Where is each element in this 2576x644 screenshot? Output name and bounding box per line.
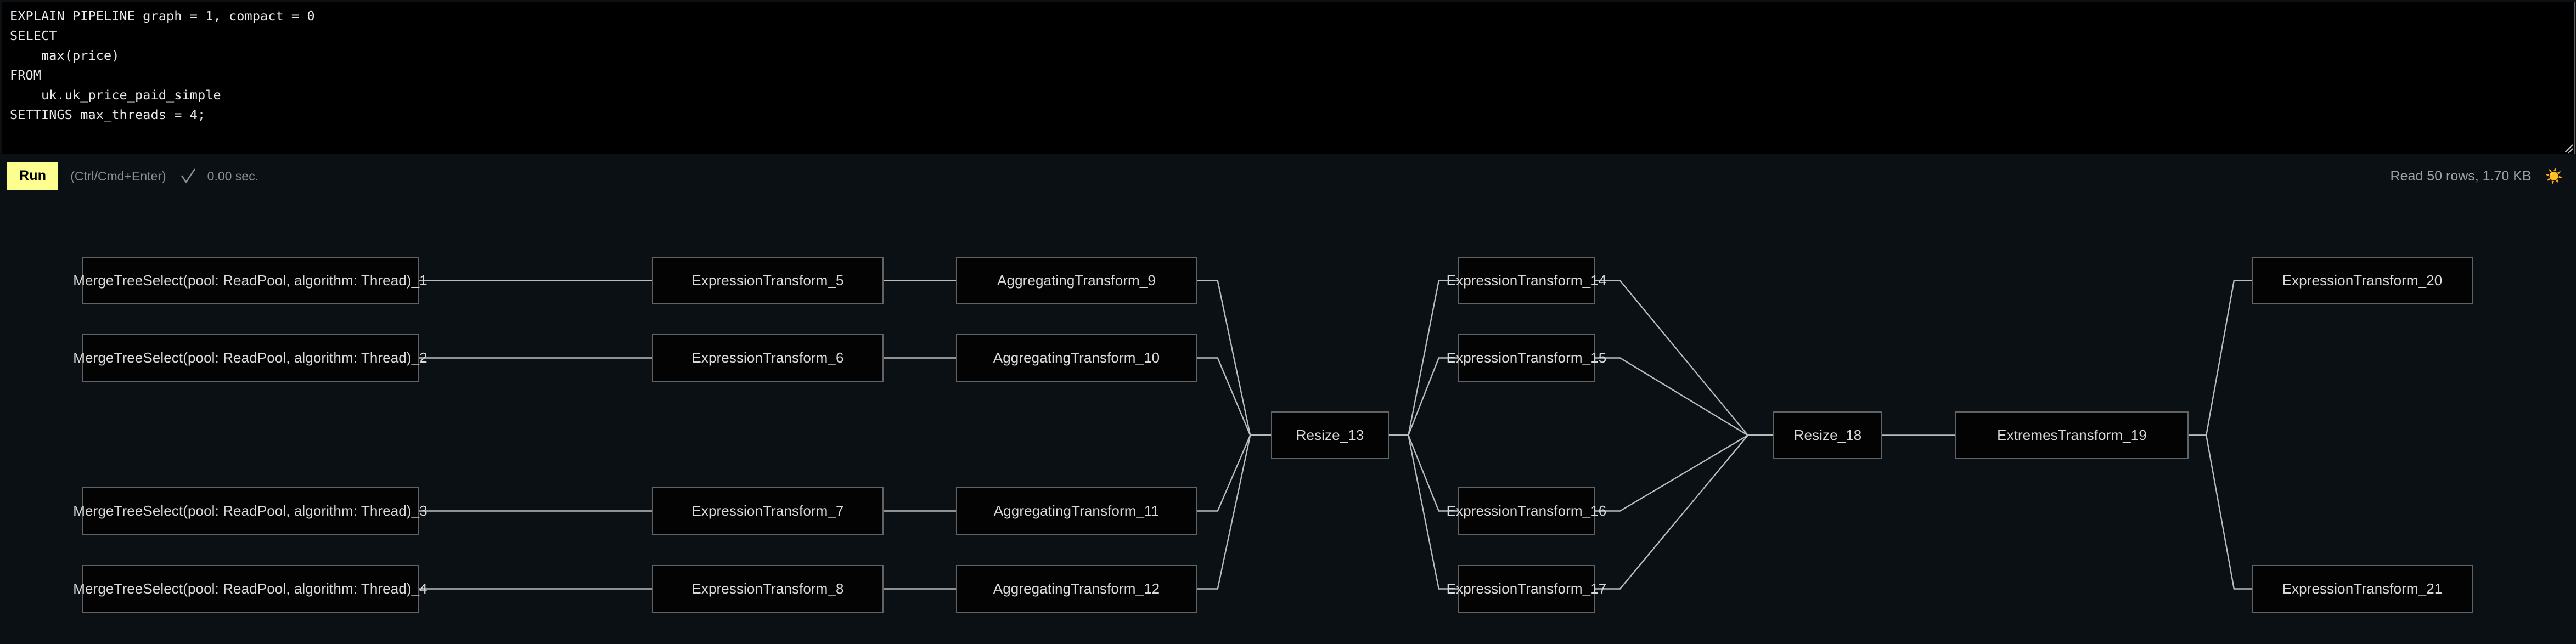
graph-edge: [1595, 434, 1773, 512]
graph-node-label: ExpressionTransform_21: [2282, 580, 2443, 597]
graph-node[interactable]: ExpressionTransform_20: [2252, 257, 2473, 304]
graph-edge: [1595, 434, 1773, 590]
graph-node[interactable]: ExpressionTransform_15: [1447, 334, 1606, 382]
graph-node[interactable]: ExpressionTransform_16: [1447, 487, 1606, 535]
graph-edge: [1389, 357, 1458, 436]
graph-node-label: ExpressionTransform_7: [691, 502, 844, 519]
editor-resize-handle-icon[interactable]: [2560, 139, 2574, 154]
graph-node-label: ExpressionTransform_14: [1446, 272, 1607, 289]
graph-node[interactable]: Resize_13: [1271, 411, 1389, 459]
graph-node-label: AggregatingTransform_10: [993, 349, 1160, 366]
graph-node[interactable]: ExpressionTransform_21: [2252, 565, 2473, 613]
graph-node-label: ExpressionTransform_6: [691, 349, 844, 366]
query-editor[interactable]: EXPLAIN PIPELINE graph = 1, compact = 0 …: [2, 2, 2575, 154]
graph-edge: [1197, 434, 1271, 512]
graph-node-label: MergeTreeSelect(pool: ReadPool, algorith…: [73, 502, 428, 519]
graph-node-label: ExpressionTransform_8: [691, 580, 844, 597]
graph-node[interactable]: MergeTreeSelect(pool: ReadPool, algorith…: [73, 565, 428, 613]
graph-node-label: AggregatingTransform_11: [993, 502, 1160, 519]
graph-node-label: MergeTreeSelect(pool: ReadPool, algorith…: [73, 349, 428, 366]
sun-icon[interactable]: ☀️: [2545, 168, 2563, 184]
graph-node[interactable]: MergeTreeSelect(pool: ReadPool, algorith…: [73, 334, 428, 382]
graph-edge: [1197, 357, 1271, 436]
graph-node-label: ExpressionTransform_15: [1446, 349, 1607, 366]
graph-edge: [1197, 434, 1271, 590]
graph-node-label: MergeTreeSelect(pool: ReadPool, algorith…: [73, 272, 428, 289]
pipeline-graph: MergeTreeSelect(pool: ReadPool, algorith…: [0, 193, 2576, 644]
elapsed-time-label: 0.00 sec.: [207, 168, 258, 183]
graph-node-label: ExpressionTransform_16: [1446, 502, 1607, 519]
graph-node[interactable]: ExpressionTransform_6: [652, 334, 884, 382]
graph-node[interactable]: AggregatingTransform_9: [956, 257, 1197, 304]
graph-edge: [1595, 280, 1773, 436]
graph-node-label: Resize_13: [1296, 427, 1364, 443]
graph-node[interactable]: ExtremesTransform_19: [1955, 411, 2189, 459]
graph-node[interactable]: AggregatingTransform_10: [956, 334, 1197, 382]
graph-node-label: ExpressionTransform_5: [691, 272, 844, 289]
graph-node[interactable]: MergeTreeSelect(pool: ReadPool, algorith…: [73, 257, 428, 304]
graph-node-label: AggregatingTransform_9: [997, 272, 1156, 289]
read-stats-label: Read 50 rows, 1.70 KB: [2390, 168, 2532, 184]
graph-edge: [1389, 434, 1458, 590]
graph-node[interactable]: AggregatingTransform_11: [956, 487, 1197, 535]
graph-node-label: AggregatingTransform_12: [993, 580, 1160, 597]
shortcut-hint-label: (Ctrl/Cmd+Enter): [70, 168, 166, 183]
graph-node[interactable]: ExpressionTransform_8: [652, 565, 884, 613]
graph-node[interactable]: Resize_18: [1773, 411, 1882, 459]
graph-node[interactable]: ExpressionTransform_7: [652, 487, 884, 535]
graph-node-label: MergeTreeSelect(pool: ReadPool, algorith…: [73, 580, 428, 597]
graph-node[interactable]: AggregatingTransform_12: [956, 565, 1197, 613]
query-toolbar: Run (Ctrl/Cmd+Enter) 0.00 sec. Read 50 r…: [0, 159, 2576, 193]
graph-edge: [2189, 434, 2252, 590]
graph-node[interactable]: MergeTreeSelect(pool: ReadPool, algorith…: [73, 487, 428, 535]
graph-node[interactable]: ExpressionTransform_17: [1447, 565, 1606, 613]
graph-node-label: Resize_18: [1793, 427, 1862, 443]
graph-edge: [1389, 434, 1458, 512]
graph-node[interactable]: ExpressionTransform_5: [652, 257, 884, 304]
graph-node-label: ExpressionTransform_17: [1446, 580, 1607, 597]
graph-edge: [2189, 280, 2252, 436]
graph-edge: [1595, 357, 1773, 436]
query-editor-container: EXPLAIN PIPELINE graph = 1, compact = 0 …: [0, 0, 2576, 155]
graph-node-label: ExtremesTransform_19: [1997, 427, 2147, 443]
pipeline-edges: [419, 280, 2252, 590]
graph-node-label: ExpressionTransform_20: [2282, 272, 2443, 289]
success-check-icon: [181, 168, 195, 184]
run-button[interactable]: Run: [7, 162, 59, 190]
graph-node[interactable]: ExpressionTransform_14: [1447, 257, 1606, 304]
